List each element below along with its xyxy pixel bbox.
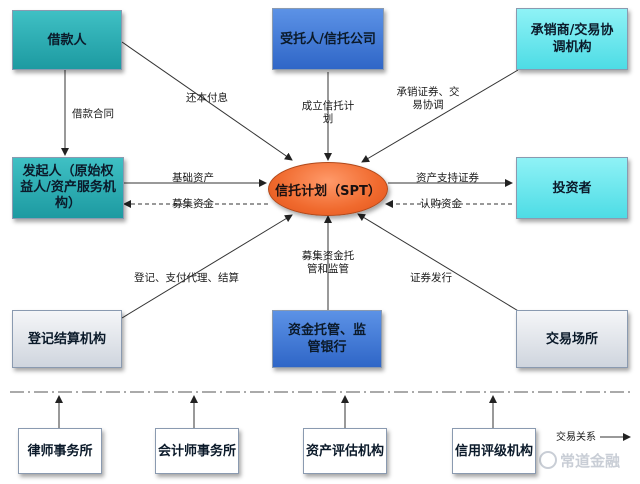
label-base-assets: 基础资产 [172, 172, 214, 184]
label-registration: 登记、支付代理、结算 [134, 272, 239, 284]
label-establish-trust: 成立信托计划 [301, 100, 355, 125]
node-underwriter: 承销商/交易协调机构 [516, 8, 628, 70]
label-securities-issue: 证券发行 [410, 272, 452, 284]
watermark-icon [539, 451, 557, 469]
node-exchange-label: 交易场所 [545, 331, 598, 347]
legend-relation: 交易关系 [556, 432, 596, 443]
label-raised-funds: 募集资金 [172, 198, 214, 210]
node-registry-label: 登记结算机构 [27, 331, 106, 347]
label-underwrite: 承销证券、交易协调 [396, 86, 460, 111]
node-law-firm: 律师事务所 [18, 428, 102, 474]
node-appraisal-label: 资产评估机构 [305, 443, 384, 459]
node-custody: 资金托管、监管银行 [272, 310, 382, 368]
watermark-text: 常道金融 [560, 452, 621, 470]
node-investor: 投资者 [516, 157, 628, 219]
node-spt-label: 信托计划（SPT） [275, 183, 381, 199]
node-investor-label: 投资者 [552, 180, 592, 196]
label-custody-supervision: 募集资金托管和监管 [301, 250, 355, 275]
node-borrower: 借款人 [12, 10, 122, 70]
node-trustor-label: 受托人/信托公司 [280, 31, 376, 47]
node-originator-label: 发起人（原始权益人/资产服务机构） [20, 164, 116, 211]
node-law-firm-label: 律师事务所 [27, 443, 93, 459]
node-originator: 发起人（原始权益人/资产服务机构） [12, 157, 124, 219]
label-abs: 资产支持证券 [416, 172, 479, 184]
node-rating: 信用评级机构 [452, 428, 536, 474]
node-underwriter-label: 承销商/交易协调机构 [530, 23, 614, 55]
edge-registry-spt [121, 214, 293, 319]
node-rating-label: 信用评级机构 [454, 443, 533, 459]
label-repay: 还本付息 [186, 92, 228, 104]
node-custody-label: 资金托管、监管银行 [287, 323, 366, 355]
node-borrower-label: 借款人 [47, 32, 87, 48]
node-registry: 登记结算机构 [12, 310, 122, 368]
node-accounting-firm: 会计师事务所 [155, 428, 239, 474]
label-loan-contract: 借款合同 [72, 108, 114, 120]
node-trustor: 受托人/信托公司 [272, 8, 384, 70]
node-exchange: 交易场所 [516, 310, 628, 368]
edge-borrower-spt [121, 41, 293, 161]
edge-exchange-spt [357, 213, 521, 313]
edge-underwriter-spt [361, 69, 519, 163]
label-subscription-funds: 认购资金 [420, 198, 462, 210]
node-spt: 信托计划（SPT） [268, 162, 388, 216]
node-accounting-firm-label: 会计师事务所 [157, 443, 236, 459]
node-appraisal: 资产评估机构 [303, 428, 387, 474]
